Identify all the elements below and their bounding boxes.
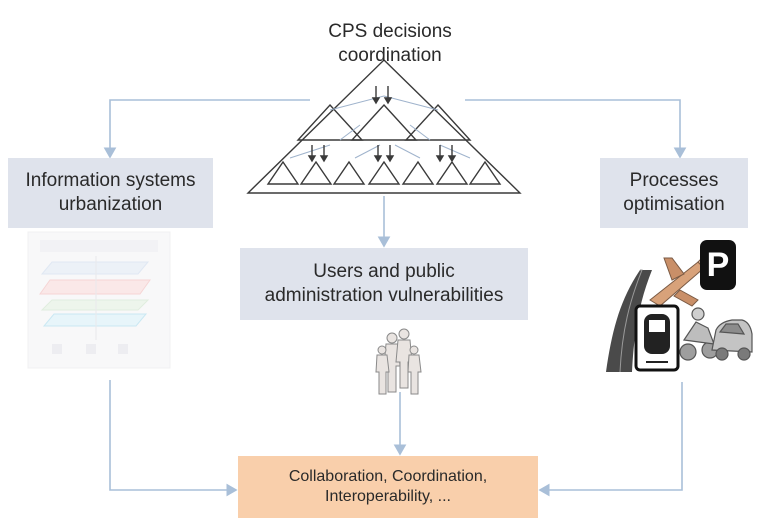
title-line-1: CPS decisions (328, 21, 452, 43)
info-systems-line-1: Information systems (25, 170, 196, 192)
users-box: Users and public administration vulnerab… (240, 248, 528, 320)
parking-sign-label: P (706, 245, 730, 284)
collaboration-line-1: Collaboration, Coordination, (288, 468, 488, 485)
processes-line-2: optimisation (623, 194, 725, 215)
layer-red (39, 279, 151, 295)
info-systems-box: Information systems urbanization (8, 158, 213, 228)
title-line-2: coordination (338, 45, 442, 66)
users-line-1: Users and public (313, 261, 455, 283)
processes-box: Processes optimisation (600, 158, 748, 228)
layer-green (40, 299, 150, 311)
arrow-processes-to-collaboration (538, 382, 683, 497)
triangle-low-7 (468, 160, 502, 185)
title-cps-decisions: CPS decisions coordination (300, 14, 480, 74)
arrow-to-processes (465, 99, 687, 159)
triangle-low-5 (401, 160, 435, 185)
road-icon (606, 270, 652, 372)
triangle-mid-left (296, 103, 364, 141)
arrow-to-info-systems (103, 99, 310, 159)
train-icon (634, 304, 680, 372)
processes-line-1: Processes (629, 170, 719, 192)
parking-sign-icon (700, 240, 736, 290)
triangle-low-2 (299, 160, 333, 185)
triangle-mid-right (404, 103, 472, 141)
info-systems-line-2: urbanization (58, 194, 163, 215)
triangle-low-1 (266, 160, 300, 185)
collaboration-line-2: Interoperability, ... (325, 488, 451, 505)
layer-cyan (42, 313, 148, 327)
triangle-low-6 (435, 160, 469, 185)
layer-blue-1 (40, 261, 150, 275)
collaboration-box: Collaboration, Coordination, Interoperab… (238, 456, 538, 518)
users-line-2: administration vulnerabilities (264, 285, 504, 306)
car-icon (711, 319, 753, 361)
pyramid-down-arrows (307, 86, 457, 163)
connector-lines (103, 99, 687, 497)
triangle-mid-center (350, 103, 418, 141)
triangle-low-4 (367, 160, 401, 185)
triangle-low-3 (332, 160, 366, 185)
outer-triangle (246, 59, 522, 194)
arrow-info-to-collaboration (109, 380, 238, 497)
